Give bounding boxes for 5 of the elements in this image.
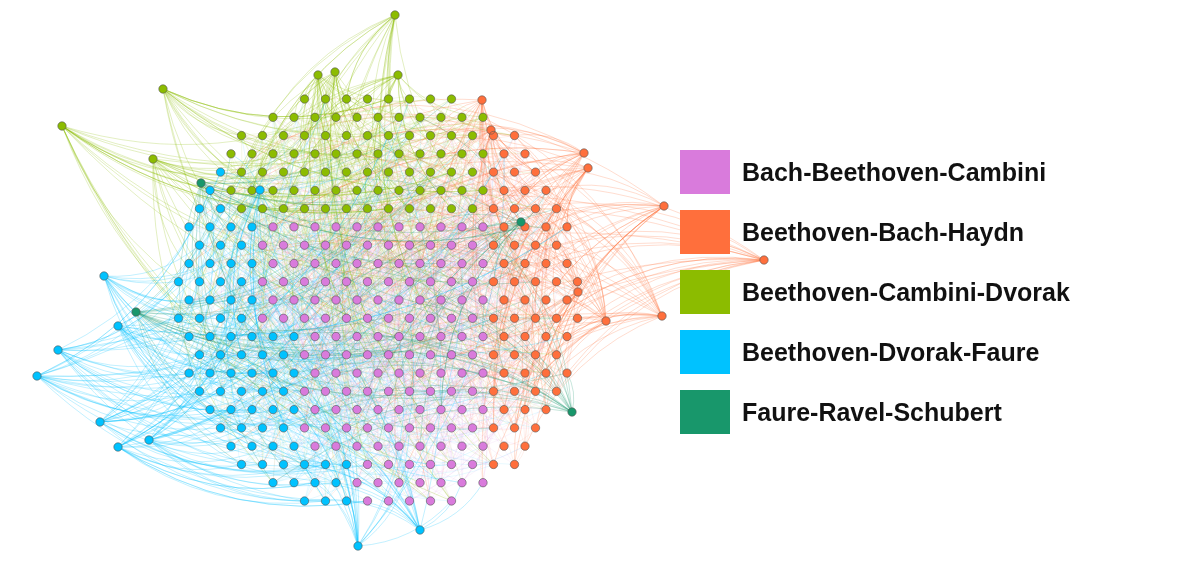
legend-label: Beethoven-Dvorak-Faure	[742, 337, 1040, 367]
legend-label: Bach-Beethoven-Cambini	[742, 157, 1047, 187]
legend-label: Faure-Ravel-Schubert	[742, 397, 1002, 427]
legend-label: Beethoven-Cambini-Dvorak	[742, 277, 1070, 307]
legend-label: Beethoven-Bach-Haydn	[742, 217, 1024, 247]
